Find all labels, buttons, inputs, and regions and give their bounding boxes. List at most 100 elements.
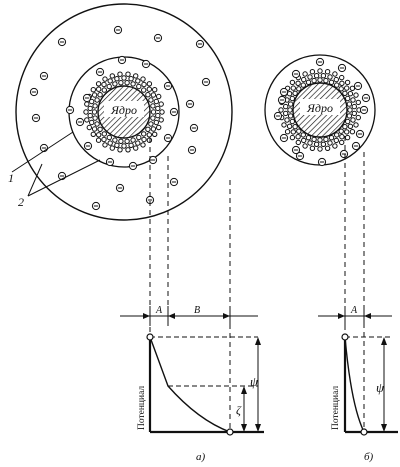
potential-curve-a xyxy=(149,336,231,433)
potential-ion xyxy=(283,103,289,110)
potential-ion xyxy=(146,86,153,92)
potential-ion xyxy=(317,77,323,83)
potential-ion xyxy=(152,131,158,138)
potential-ion xyxy=(133,145,139,151)
potential-ion xyxy=(153,119,160,126)
potential-ion xyxy=(347,123,354,130)
counter-ion xyxy=(277,95,287,105)
potential-ion xyxy=(344,134,351,141)
counter-ion xyxy=(163,133,173,143)
potential-ion xyxy=(121,75,127,81)
potential-ion xyxy=(323,77,329,84)
potential-ion xyxy=(286,123,293,130)
counter-ion xyxy=(339,149,349,159)
potential-ion xyxy=(311,77,317,84)
potential-ion xyxy=(146,137,153,143)
potential-ion xyxy=(90,87,97,93)
potential-ion xyxy=(307,140,313,146)
potential-ion xyxy=(327,74,333,80)
callout-1: 1 xyxy=(8,171,14,185)
potential-ion xyxy=(101,136,107,143)
potential-ion xyxy=(106,83,112,90)
potential-ion xyxy=(344,129,350,135)
potential-ion xyxy=(334,82,340,88)
potential-ion xyxy=(305,79,312,86)
axis-label-a: Потенциал xyxy=(137,386,147,430)
potential-ion xyxy=(347,91,354,97)
potential-ion xyxy=(125,71,131,77)
potential-ion xyxy=(107,78,113,84)
potential-ion xyxy=(295,80,301,87)
potential-ion xyxy=(130,81,136,87)
counter-ion xyxy=(91,201,101,211)
potential-ion xyxy=(102,142,108,148)
counter-ion xyxy=(279,133,289,143)
potential-ion xyxy=(90,131,97,138)
potential-ion xyxy=(96,86,102,92)
potential-ion xyxy=(302,71,308,77)
potential-ion xyxy=(296,86,302,92)
potential-ion xyxy=(106,134,113,141)
potential-ion xyxy=(339,74,345,81)
potential-ion xyxy=(345,118,351,125)
potential-ion xyxy=(333,76,339,83)
potential-ion xyxy=(342,124,348,130)
potential-ion xyxy=(309,145,316,152)
potential-ion xyxy=(141,136,147,143)
potential-ion xyxy=(338,128,344,134)
potential-ion xyxy=(302,143,308,149)
potential-ion xyxy=(150,92,157,98)
potential-ion xyxy=(353,92,359,98)
potential-ion xyxy=(148,97,154,103)
counter-ion xyxy=(153,33,163,43)
potential-ion xyxy=(324,69,331,75)
potential-ion xyxy=(301,76,307,83)
potential-ion xyxy=(300,82,306,88)
potential-ion xyxy=(84,101,90,107)
potential-ion xyxy=(150,109,157,115)
panel-b: Ядро A ψ Потенциал б) xyxy=(264,54,398,463)
potential-ion xyxy=(158,117,164,123)
potential-ion xyxy=(338,86,344,92)
potential-ion xyxy=(101,81,107,88)
counter-ion xyxy=(95,67,105,77)
potential-ion xyxy=(95,137,102,143)
counter-ion xyxy=(169,177,179,187)
potential-ion xyxy=(281,122,287,128)
diffuse-layer-boundary-a xyxy=(15,3,233,221)
dim-a-label-a: A xyxy=(155,305,163,316)
potential-ion xyxy=(346,113,353,119)
potential-ion xyxy=(84,117,90,123)
counter-ion xyxy=(39,71,49,81)
counter-ion xyxy=(57,37,67,47)
counter-ion xyxy=(353,81,363,91)
potential-ion xyxy=(159,109,165,115)
potential-ion xyxy=(95,81,102,87)
potential-ion xyxy=(150,115,156,121)
potential-ion xyxy=(344,85,350,91)
counter-ion xyxy=(65,105,75,115)
potential-ion xyxy=(146,81,153,87)
potential-ion xyxy=(130,137,136,143)
potential-ion xyxy=(324,145,331,152)
counter-ion xyxy=(29,87,39,97)
potential-ion xyxy=(136,134,142,141)
potential-ion xyxy=(350,117,356,123)
potential-ion xyxy=(344,79,351,86)
counter-ion xyxy=(105,157,115,167)
potential-ion xyxy=(156,93,162,100)
potential-ion xyxy=(283,110,289,117)
potential-ion xyxy=(121,143,127,149)
potential-ion xyxy=(83,109,89,115)
potential-ion xyxy=(155,105,161,112)
potential-ion xyxy=(133,73,139,79)
potential-ion xyxy=(112,81,118,87)
potential-ion xyxy=(355,99,361,106)
counter-ion xyxy=(82,93,92,103)
potential-ion xyxy=(289,95,295,102)
potential-ion xyxy=(114,142,120,149)
potential-ion xyxy=(313,73,320,79)
potential-ion xyxy=(328,135,335,141)
counter-ion xyxy=(141,59,151,69)
caption-a: а) xyxy=(196,451,206,463)
